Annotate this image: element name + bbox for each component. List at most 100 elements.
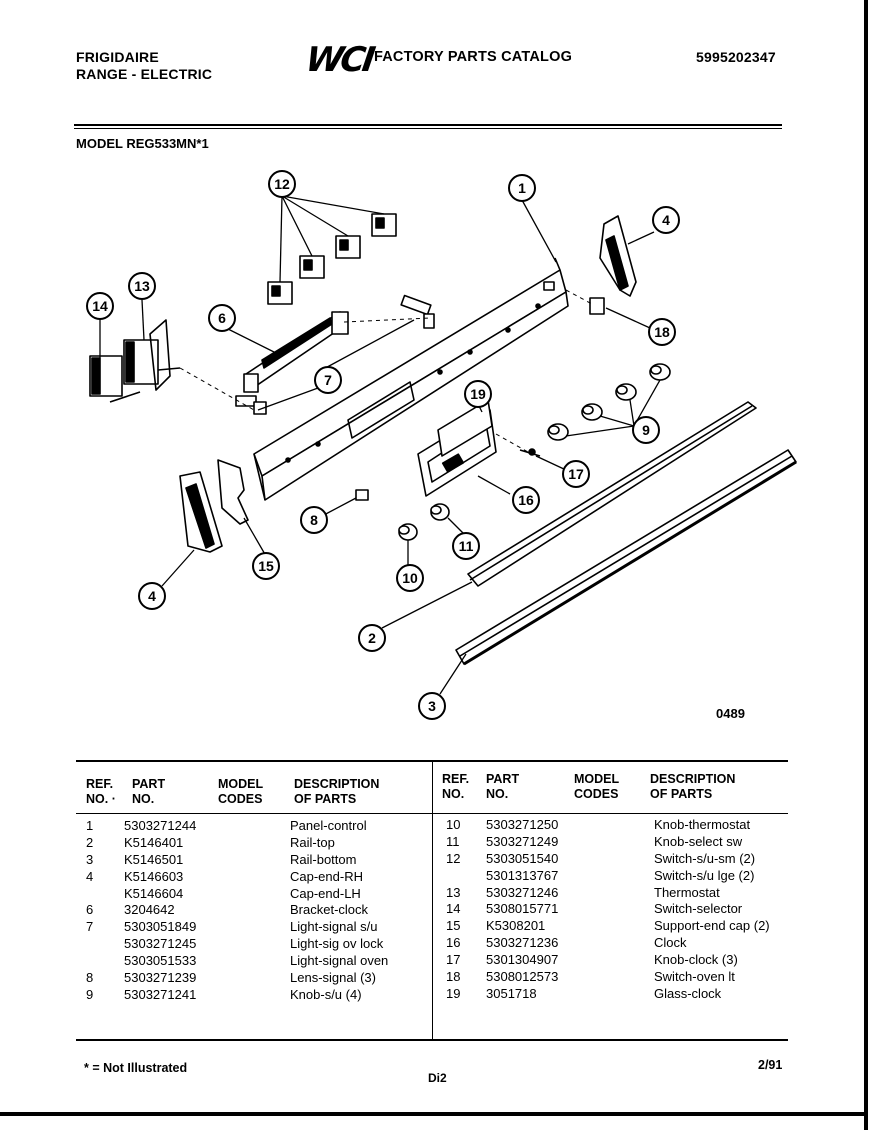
callout-label: 14 bbox=[92, 298, 108, 314]
parts-cell-part: 5303051849 bbox=[124, 919, 197, 935]
rail-top-part bbox=[467, 401, 757, 587]
parts-cell-part: 5303271250 bbox=[486, 816, 559, 832]
col-header-model-left: MODEL CODES bbox=[218, 777, 264, 806]
parts-cell-desc: Knob-clock (3) bbox=[654, 952, 738, 968]
parts-row: 5303051533 Light-signal oven bbox=[86, 952, 430, 969]
callout-3: 3 bbox=[418, 692, 446, 720]
parts-cell-part: 5303271249 bbox=[486, 833, 559, 849]
parts-cell-part: 5301304907 bbox=[486, 952, 559, 968]
parts-row: 19 3051718 Glass-clock bbox=[446, 985, 794, 1002]
parts-row: 11 5303271249 Knob-select sw bbox=[446, 833, 794, 850]
callout-11: 11 bbox=[452, 532, 480, 560]
parts-cell-desc: Cap-end-RH bbox=[290, 868, 363, 884]
callout-label: 15 bbox=[258, 558, 274, 574]
callout-label: 1 bbox=[518, 180, 526, 196]
parts-cell-desc: Light-signal oven bbox=[290, 953, 389, 969]
col-header-ref-right: REF. NO. bbox=[442, 772, 470, 801]
callout-label: 10 bbox=[402, 570, 418, 586]
revision-date: 2/91 bbox=[758, 1058, 783, 1072]
model-label: MODEL REG533MN*1 bbox=[76, 136, 209, 151]
parts-cell-ref: 13 bbox=[446, 884, 461, 900]
parts-row: 16 5303271236 Clock bbox=[446, 934, 794, 951]
callout-16: 16 bbox=[512, 486, 540, 514]
callout-label: 6 bbox=[218, 310, 226, 326]
parts-cell-desc: Rail-bottom bbox=[290, 851, 357, 867]
callout-8: 8 bbox=[300, 506, 328, 534]
parts-cell-desc: Glass-clock bbox=[654, 985, 722, 1001]
parts-cell-desc: Thermostat bbox=[654, 884, 720, 900]
parts-cell-desc: Knob-thermostat bbox=[654, 816, 751, 832]
parts-cell-ref: 8 bbox=[86, 969, 94, 985]
parts-cell-desc: Light-sig ov lock bbox=[290, 936, 384, 952]
figure-number: 0489 bbox=[716, 706, 745, 721]
col-header-desc-right: DESCRIPTION OF PARTS bbox=[650, 772, 736, 801]
parts-cell-desc: Bracket-clock bbox=[290, 902, 369, 918]
parts-cell-ref: 1 bbox=[86, 817, 94, 833]
parts-cell-ref: 16 bbox=[446, 935, 461, 951]
parts-cell-ref: 14 bbox=[446, 901, 461, 917]
parts-cell-ref bbox=[86, 952, 124, 969]
header-rule-top bbox=[74, 124, 782, 126]
callout-label: 2 bbox=[368, 630, 376, 646]
parts-cell-part: 3051718 bbox=[486, 985, 537, 1001]
bracket-clock-part bbox=[243, 311, 349, 393]
parts-cell-part: 5303271241 bbox=[124, 986, 197, 1002]
callout-label: 11 bbox=[459, 538, 474, 554]
callout-label: 3 bbox=[428, 698, 436, 714]
parts-cell-desc: Knob-select sw bbox=[654, 833, 743, 849]
parts-cell-ref: 6 bbox=[86, 902, 94, 918]
parts-cell-desc: Clock bbox=[654, 935, 687, 951]
page-border-right bbox=[864, 0, 868, 1130]
lens-signal-part bbox=[355, 489, 369, 501]
light-signal-parts bbox=[235, 294, 435, 415]
parts-cell-desc: Rail-top bbox=[290, 834, 335, 850]
switch-s-u-parts bbox=[267, 213, 397, 305]
parts-cell-part: 5303051533 bbox=[124, 953, 197, 969]
parts-cell-part: K5146604 bbox=[124, 885, 184, 901]
callout-label: 4 bbox=[662, 212, 670, 228]
callout-10: 10 bbox=[396, 564, 424, 592]
footnote: * = Not Illustrated bbox=[84, 1061, 188, 1075]
parts-cell-ref: 17 bbox=[446, 952, 461, 968]
parts-cell-part: 5303051540 bbox=[486, 850, 559, 866]
parts-cell-ref: 19 bbox=[446, 985, 461, 1001]
callout-18: 18 bbox=[648, 318, 676, 346]
parts-cell-desc: Switch-selector bbox=[654, 901, 743, 917]
parts-cell-ref: 10 bbox=[446, 816, 461, 832]
switch-oven-lt-part bbox=[589, 297, 605, 315]
callout-14: 14 bbox=[86, 292, 114, 320]
parts-cell-part: 5303271236 bbox=[486, 935, 559, 951]
parts-cell-ref bbox=[86, 935, 124, 952]
thermostat-selector-parts bbox=[89, 319, 181, 403]
callout-13: 13 bbox=[128, 272, 156, 300]
parts-cell-ref: 11 bbox=[446, 833, 460, 849]
parts-cell-part: 5308012573 bbox=[486, 968, 559, 984]
col-header-ref-left: REF. NO. · bbox=[86, 777, 116, 806]
callout-label: 16 bbox=[518, 492, 534, 508]
col-header-part-left: PART NO. bbox=[132, 777, 166, 806]
parts-cell-part: 5303271244 bbox=[124, 817, 197, 833]
parts-cell-part: 5301313767 bbox=[486, 867, 559, 883]
parts-cell-desc: Light-signal s/u bbox=[290, 919, 378, 935]
callout-19: 19 bbox=[464, 380, 492, 408]
callout-label: 18 bbox=[654, 324, 670, 340]
callout-label: 9 bbox=[642, 422, 650, 438]
panel-control-part bbox=[253, 257, 569, 501]
callout-label: 8 bbox=[310, 512, 318, 528]
parts-cell-part: K5146401 bbox=[124, 834, 184, 850]
table-rule-bottom bbox=[76, 1039, 788, 1041]
table-rule-middle bbox=[432, 760, 433, 1040]
page-mark: Di2 bbox=[428, 1071, 447, 1085]
wci-logo: WCI bbox=[303, 40, 375, 80]
